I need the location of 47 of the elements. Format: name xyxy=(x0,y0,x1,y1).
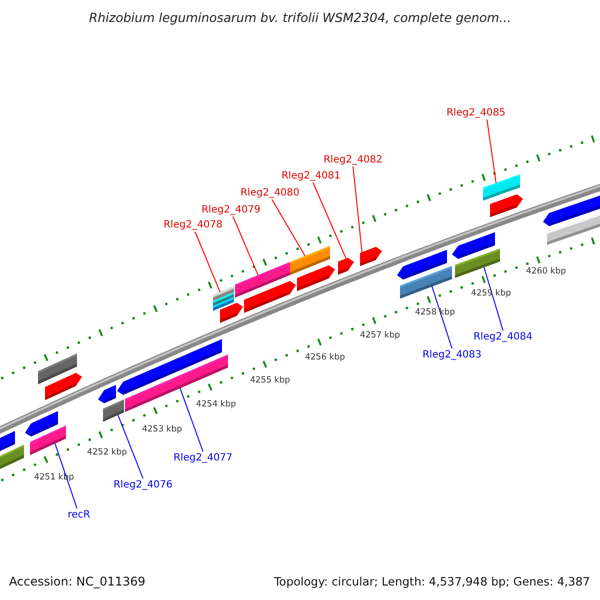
scale-label: 4254 kbp xyxy=(196,400,236,410)
leader-line xyxy=(272,199,306,256)
genome-info-text: Topology: circular; Length: 4,537,948 bp; Genes: 4,387 xyxy=(274,576,590,588)
gene-bar xyxy=(400,266,452,299)
gene-bar xyxy=(30,425,66,455)
gene-label: Rleg2_4077 xyxy=(173,452,233,464)
gene-block xyxy=(297,265,335,292)
scale-label: 4253 kbp xyxy=(142,425,182,435)
leader-line xyxy=(232,216,258,276)
gene-label: Rleg2_4082 xyxy=(323,154,383,166)
title: Rhizobium leguminosarum bv. trifolii WSM2304, complete genom... xyxy=(88,11,512,25)
gene-block xyxy=(98,384,116,404)
scale-label: 4260 kbp xyxy=(526,267,566,277)
gene-label: Rleg2_4085 xyxy=(446,108,506,118)
scale-label: 4255 kbp xyxy=(250,376,290,386)
leader-line xyxy=(54,442,78,509)
leader-line xyxy=(312,182,346,260)
leader-line xyxy=(194,231,220,292)
gene-block xyxy=(45,372,82,400)
gene-bar xyxy=(455,248,500,278)
leader-line xyxy=(432,286,452,349)
leader-line xyxy=(484,266,504,331)
gene-label: Rleg2_4083 xyxy=(422,350,482,360)
leader-line xyxy=(118,414,144,479)
gene-label: Rleg2_4080 xyxy=(240,188,300,198)
accession-text: Accession: NC_011369 xyxy=(9,575,146,589)
gene-block xyxy=(220,302,243,323)
leader-line xyxy=(352,166,362,253)
gene-block xyxy=(338,258,354,275)
gene-label: Rleg2_4076 xyxy=(113,480,173,490)
gene-label: recR xyxy=(68,510,90,520)
gene-bar xyxy=(0,444,24,472)
gene-block xyxy=(244,280,296,313)
scale-label: 4256 kbp xyxy=(304,353,346,363)
gene-bar xyxy=(103,399,124,422)
scale-label: 4259 kbp xyxy=(470,289,512,299)
gene-label: Rleg2_4081 xyxy=(281,170,341,182)
gene-label: Rleg2_4079 xyxy=(201,204,261,216)
gene-block xyxy=(490,194,523,218)
leader-line xyxy=(486,119,496,184)
leader-line xyxy=(180,387,204,452)
scale-label: 4257 kbp xyxy=(360,331,400,341)
scale-label: 4252 kbp xyxy=(86,448,128,458)
gene-block xyxy=(0,430,15,452)
gene-label: Rleg2_4084 xyxy=(473,332,533,342)
gene-label: Rleg2_4078 xyxy=(163,220,223,230)
gene-block xyxy=(360,246,382,266)
